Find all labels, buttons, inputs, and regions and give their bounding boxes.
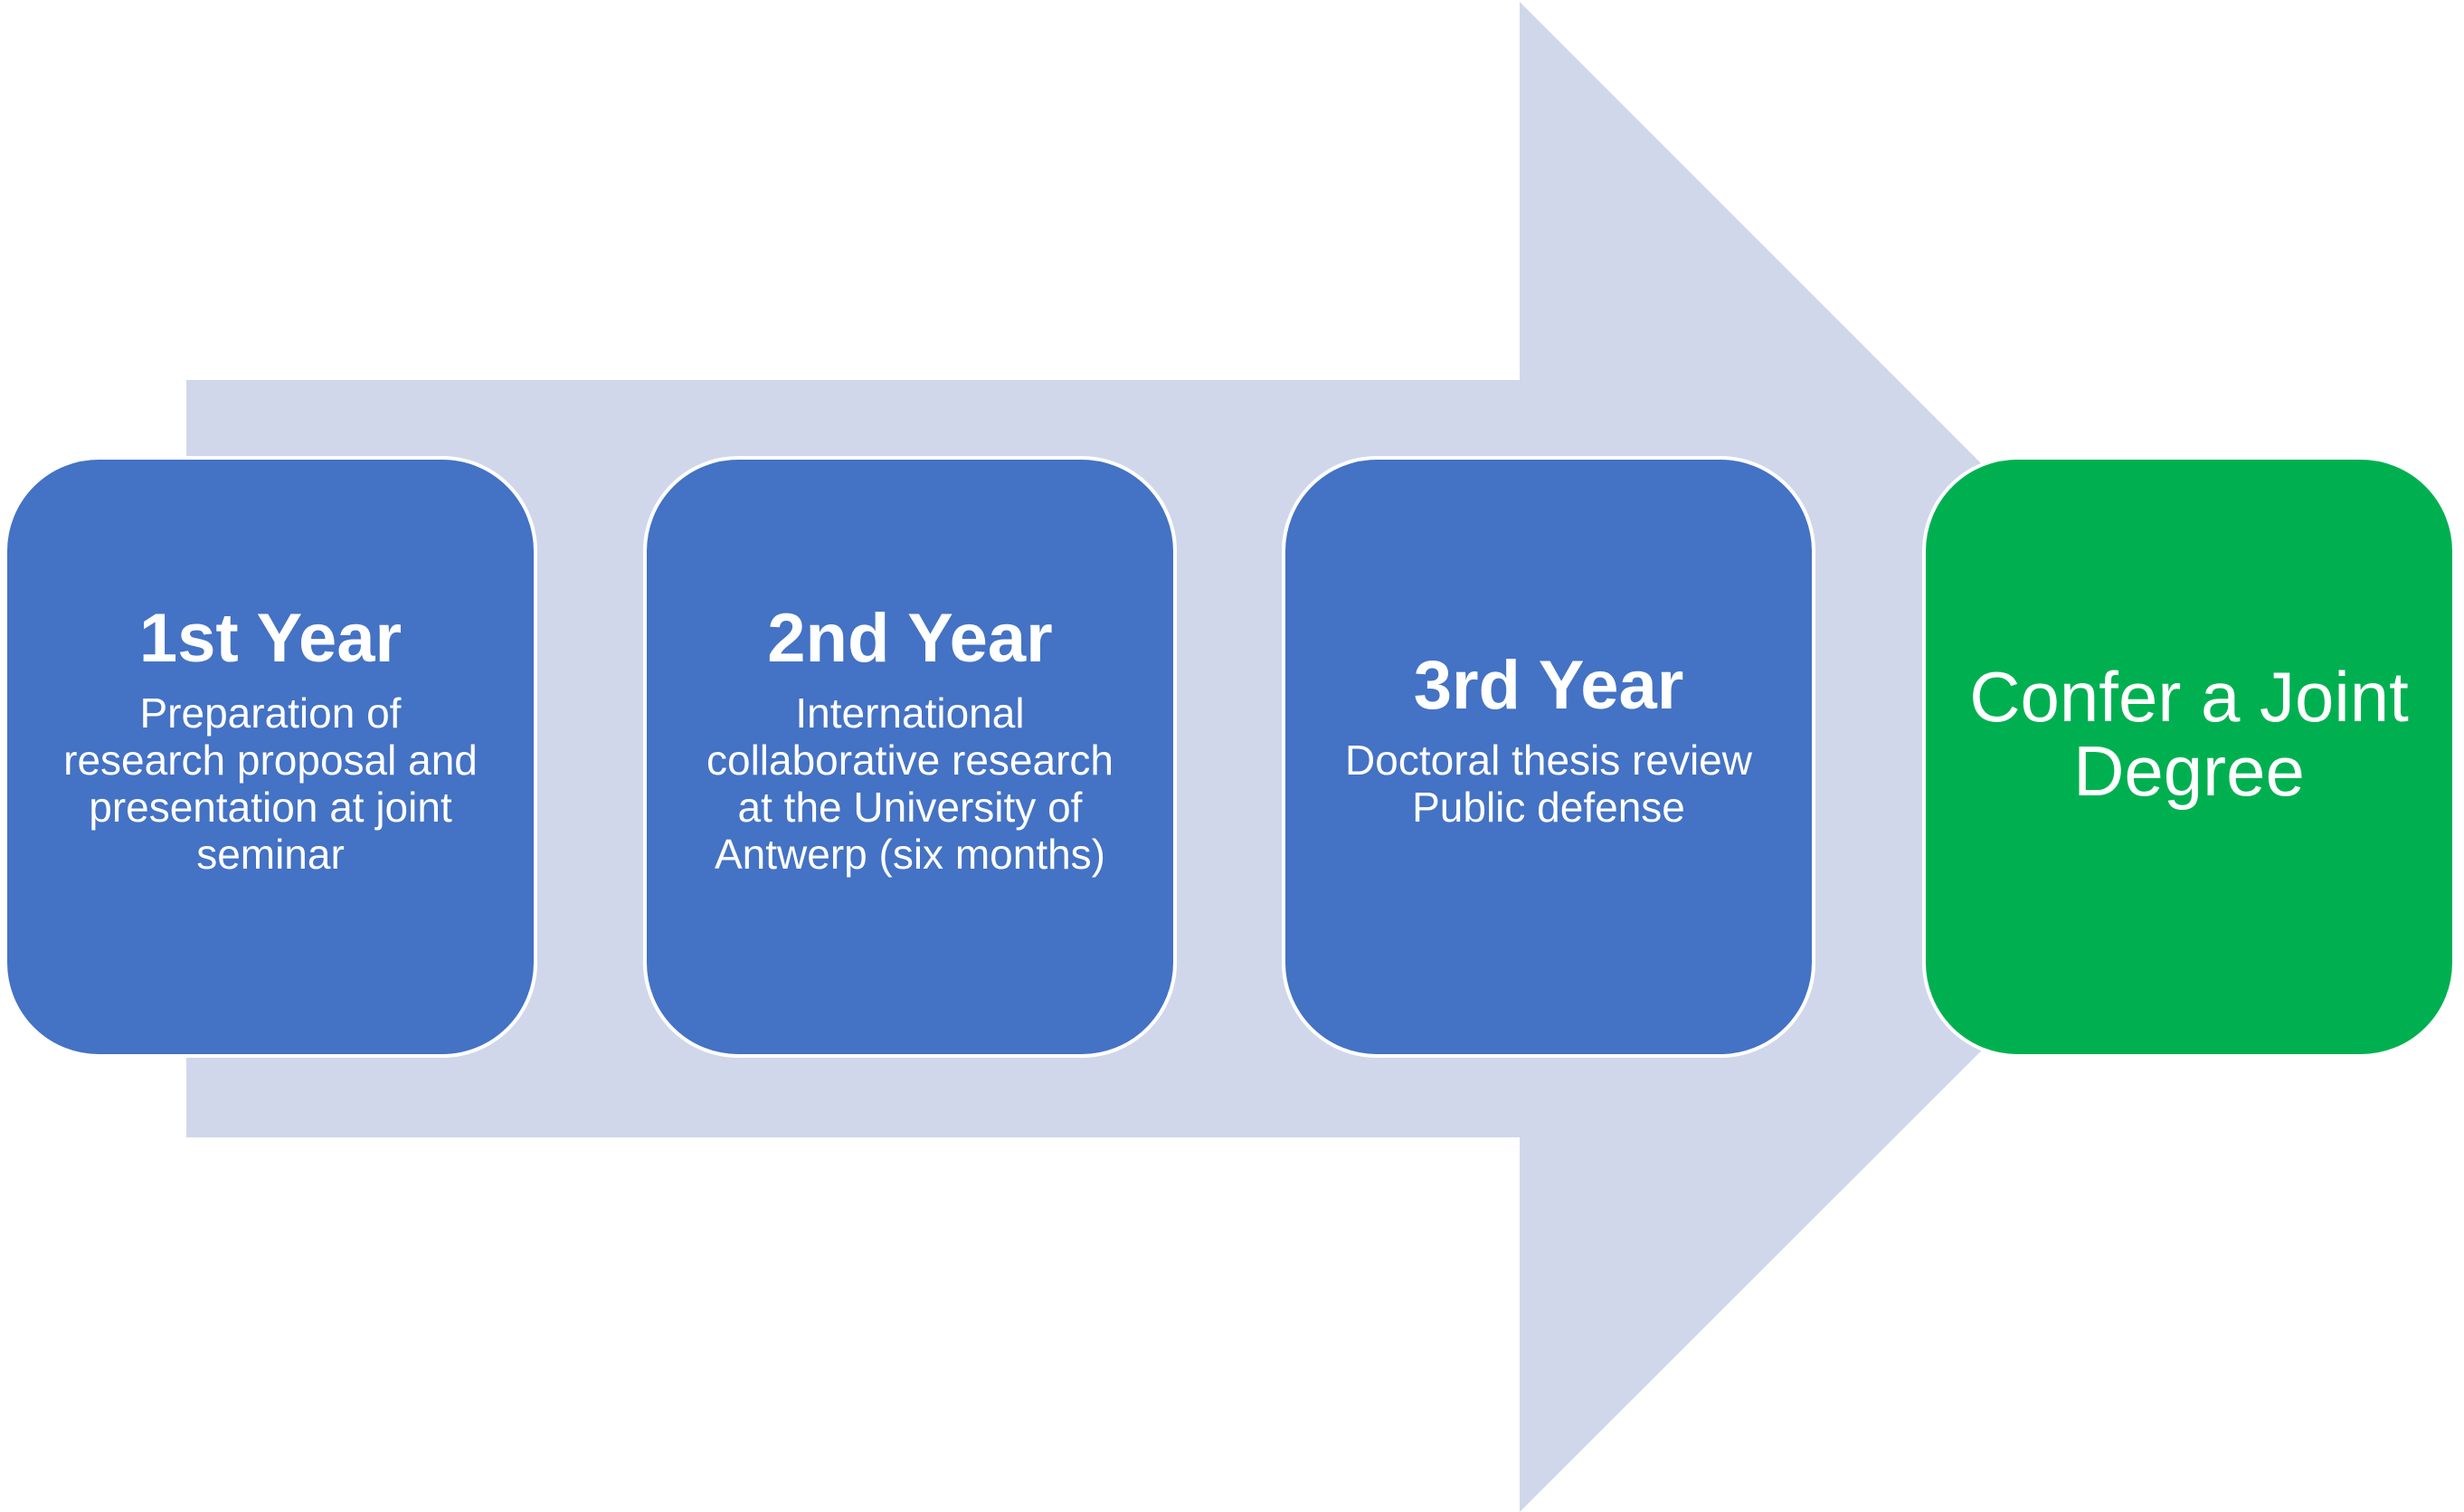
stage-box-joint-degree: Confer a Joint Degree — [1922, 456, 2456, 1058]
stage-box-year-1: 1st Year Preparation of research proposa… — [4, 456, 537, 1058]
stage-title: 2nd Year — [767, 599, 1053, 677]
stage-description: Doctoral thesis review Public defense — [1345, 737, 1752, 832]
stage-box-year-2: 2nd Year International collaborative res… — [643, 456, 1177, 1058]
stage-title: 1st Year — [138, 599, 403, 677]
stage-title: 3rd Year — [1413, 646, 1684, 724]
arrow-shape — [186, 2, 2275, 1512]
stage-description: Preparation of research proposal and pre… — [63, 689, 478, 879]
stage-box-year-3: 3rd Year Doctoral thesis review Public d… — [1282, 456, 1815, 1058]
final-stage-label: Confer a Joint Degree — [1969, 656, 2409, 811]
stage-description: International collaborative research at … — [706, 689, 1114, 879]
